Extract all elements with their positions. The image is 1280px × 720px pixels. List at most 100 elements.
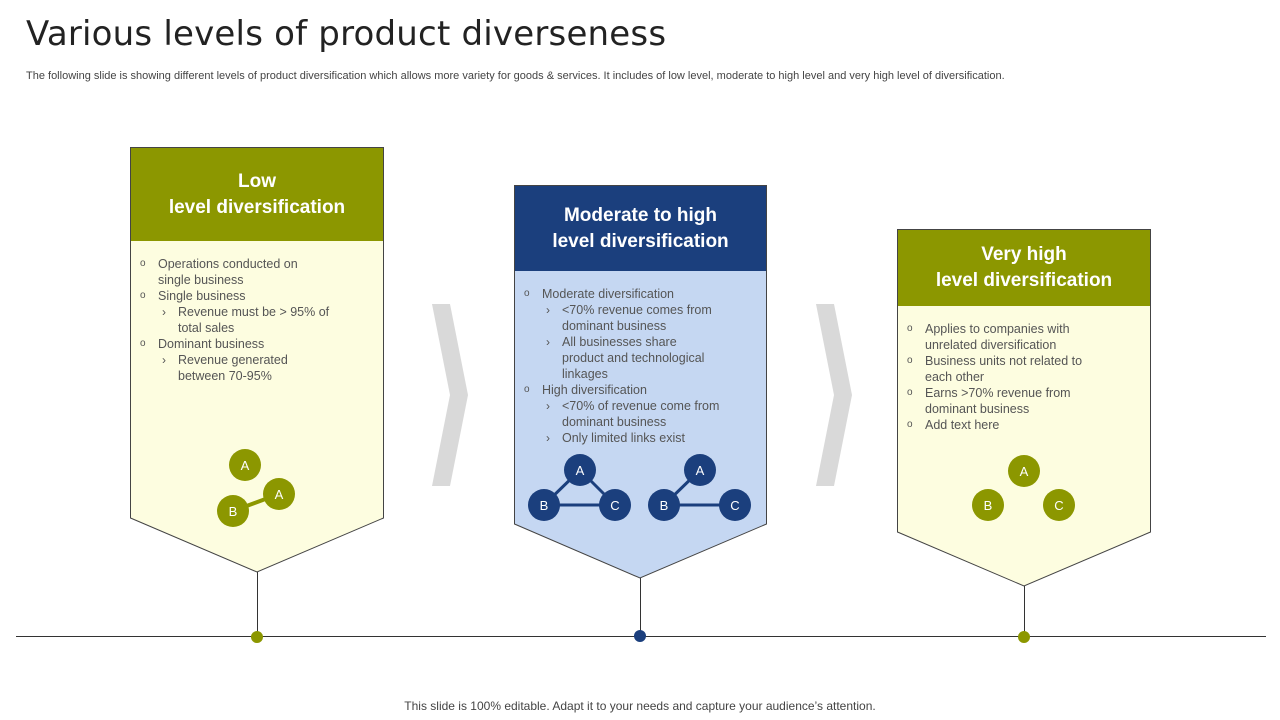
bullet-text: each other xyxy=(925,370,985,384)
bullet-text: Dominant business xyxy=(158,337,265,351)
bullet-item: o Applies to companies with xyxy=(907,321,1141,337)
sub-bullet-item: between 70-95% xyxy=(140,368,374,384)
circle-bullet-icon: o xyxy=(524,288,530,299)
node-diagram: A B C xyxy=(972,455,1075,521)
bullet-item: each other xyxy=(907,369,1141,385)
card-header-line1: Low xyxy=(238,170,276,192)
node-label: C xyxy=(730,498,739,513)
node-label: C xyxy=(610,498,619,513)
node-label: A xyxy=(696,463,705,478)
bullet-text: Operations conducted on xyxy=(158,257,298,271)
sub-bullet-item: dominant business xyxy=(524,414,758,430)
circle-bullet-icon: o xyxy=(140,338,146,349)
circle-bullet-icon: o xyxy=(907,387,913,398)
bullet-text: linkages xyxy=(562,367,608,381)
node-circle xyxy=(263,478,295,510)
bullet-item: o Business units not related to xyxy=(907,353,1141,369)
node-label: A xyxy=(275,487,284,502)
sub-bullet-item: › All businesses share xyxy=(524,334,758,350)
bullet-text: All businesses share xyxy=(562,335,677,349)
sub-bullet-item: › Revenue generated xyxy=(140,352,374,368)
timeline-dot-very-high xyxy=(1018,631,1030,643)
bullet-text: product and technological xyxy=(562,351,705,365)
chevron-right-icon xyxy=(816,304,852,486)
timeline-dot-moderate xyxy=(634,630,646,642)
node-label: A xyxy=(241,458,250,473)
card-header-line2: level diversification xyxy=(935,270,1113,291)
timeline-stem-moderate xyxy=(640,578,641,636)
node-circle xyxy=(229,449,261,481)
card-header: Low level diversification xyxy=(130,147,384,241)
bullet-text: dominant business xyxy=(562,319,667,333)
bullet-text: <70% revenue comes from xyxy=(562,303,712,317)
card-very-high-level: Very high level diversification o Applies… xyxy=(897,229,1151,588)
node-label: B xyxy=(660,498,669,513)
bullet-text: single business xyxy=(158,273,244,287)
footer-note: This slide is 100% editable. Adapt it to… xyxy=(404,699,876,713)
sub-bullet-item: ›Only limited links exist xyxy=(524,430,758,446)
node-diagram: A B C A B C xyxy=(528,454,751,521)
bullet-item: dominant business xyxy=(907,401,1141,417)
node-label: B xyxy=(229,504,238,519)
card-header-line1: Very high xyxy=(981,244,1067,265)
card-moderate-level: Moderate to high level diversification o… xyxy=(514,185,768,580)
card-header: Moderate to high level diversification xyxy=(514,185,767,271)
circle-bullet-icon: o xyxy=(524,384,530,395)
circle-bullet-icon: o xyxy=(907,355,913,366)
bullet-item: o Moderate diversification xyxy=(524,286,758,302)
chevron-bullet-icon: › xyxy=(546,431,550,445)
sub-bullet-item: ›<70% of revenue come from xyxy=(524,398,758,414)
bullet-text: Single business xyxy=(158,289,246,303)
bullet-item: single business xyxy=(140,272,374,288)
node-label: B xyxy=(984,498,993,513)
sub-bullet-item: › Revenue must be > 95% of xyxy=(140,304,374,320)
bullet-item: unrelated diversification xyxy=(907,337,1141,353)
chevron-right-icon xyxy=(432,304,468,486)
bullet-item: o Add text here xyxy=(907,417,1141,433)
page-subtitle: The following slide is showing different… xyxy=(26,70,1005,82)
node-circle xyxy=(217,495,249,527)
card-header: Very high level diversification xyxy=(897,229,1151,306)
card-low-level: Low level diversification o Operations co… xyxy=(130,147,384,574)
bullet-text: Revenue generated xyxy=(178,353,288,367)
bullet-text: Business units not related to xyxy=(925,354,1083,368)
sub-bullet-item: dominant business xyxy=(524,318,758,334)
node-label: A xyxy=(1020,464,1029,479)
chevron-bullet-icon: › xyxy=(546,303,550,317)
timeline-stem-very-high xyxy=(1024,586,1025,636)
bullet-text: <70% of revenue come from xyxy=(562,399,720,413)
bullet-text: between 70-95% xyxy=(178,369,272,383)
bullet-text: Moderate diversification xyxy=(542,287,675,301)
bullet-item: o Dominant business xyxy=(140,336,374,352)
sub-bullet-item: product and technological xyxy=(524,350,758,366)
card-bullet-list: o Moderate diversification›<70% revenue … xyxy=(524,286,758,446)
chevron-bullet-icon: › xyxy=(546,335,550,349)
bullet-text: Add text here xyxy=(925,418,1000,432)
timeline-stem-low xyxy=(257,572,258,636)
node-label: B xyxy=(540,498,549,513)
node-label: A xyxy=(576,463,585,478)
sub-bullet-item: linkages xyxy=(524,366,758,382)
chevron-bullet-icon: › xyxy=(162,305,166,319)
bullet-text: Applies to companies with xyxy=(925,322,1070,336)
circle-bullet-icon: o xyxy=(140,258,146,269)
bullet-item: o Single business xyxy=(140,288,374,304)
sub-bullet-item: › <70% revenue comes from xyxy=(524,302,758,318)
card-header-line2: level diversification xyxy=(168,196,346,218)
bullet-item: o Operations conducted on xyxy=(140,256,374,272)
card-header-line2: level diversification xyxy=(552,230,729,252)
bullet-text: dominant business xyxy=(925,402,1030,416)
bullet-text: dominant business xyxy=(562,415,667,429)
circle-bullet-icon: o xyxy=(907,323,913,334)
bullet-text: Revenue must be > 95% of xyxy=(178,305,330,319)
sub-bullet-item: total sales xyxy=(140,320,374,336)
circle-bullet-icon: o xyxy=(140,290,146,301)
node-label: C xyxy=(1054,498,1063,513)
bullet-text: total sales xyxy=(178,321,235,335)
node-diagram: A A B xyxy=(217,449,295,527)
card-header-line1: Moderate to high xyxy=(563,204,718,226)
circle-bullet-icon: o xyxy=(907,419,913,430)
